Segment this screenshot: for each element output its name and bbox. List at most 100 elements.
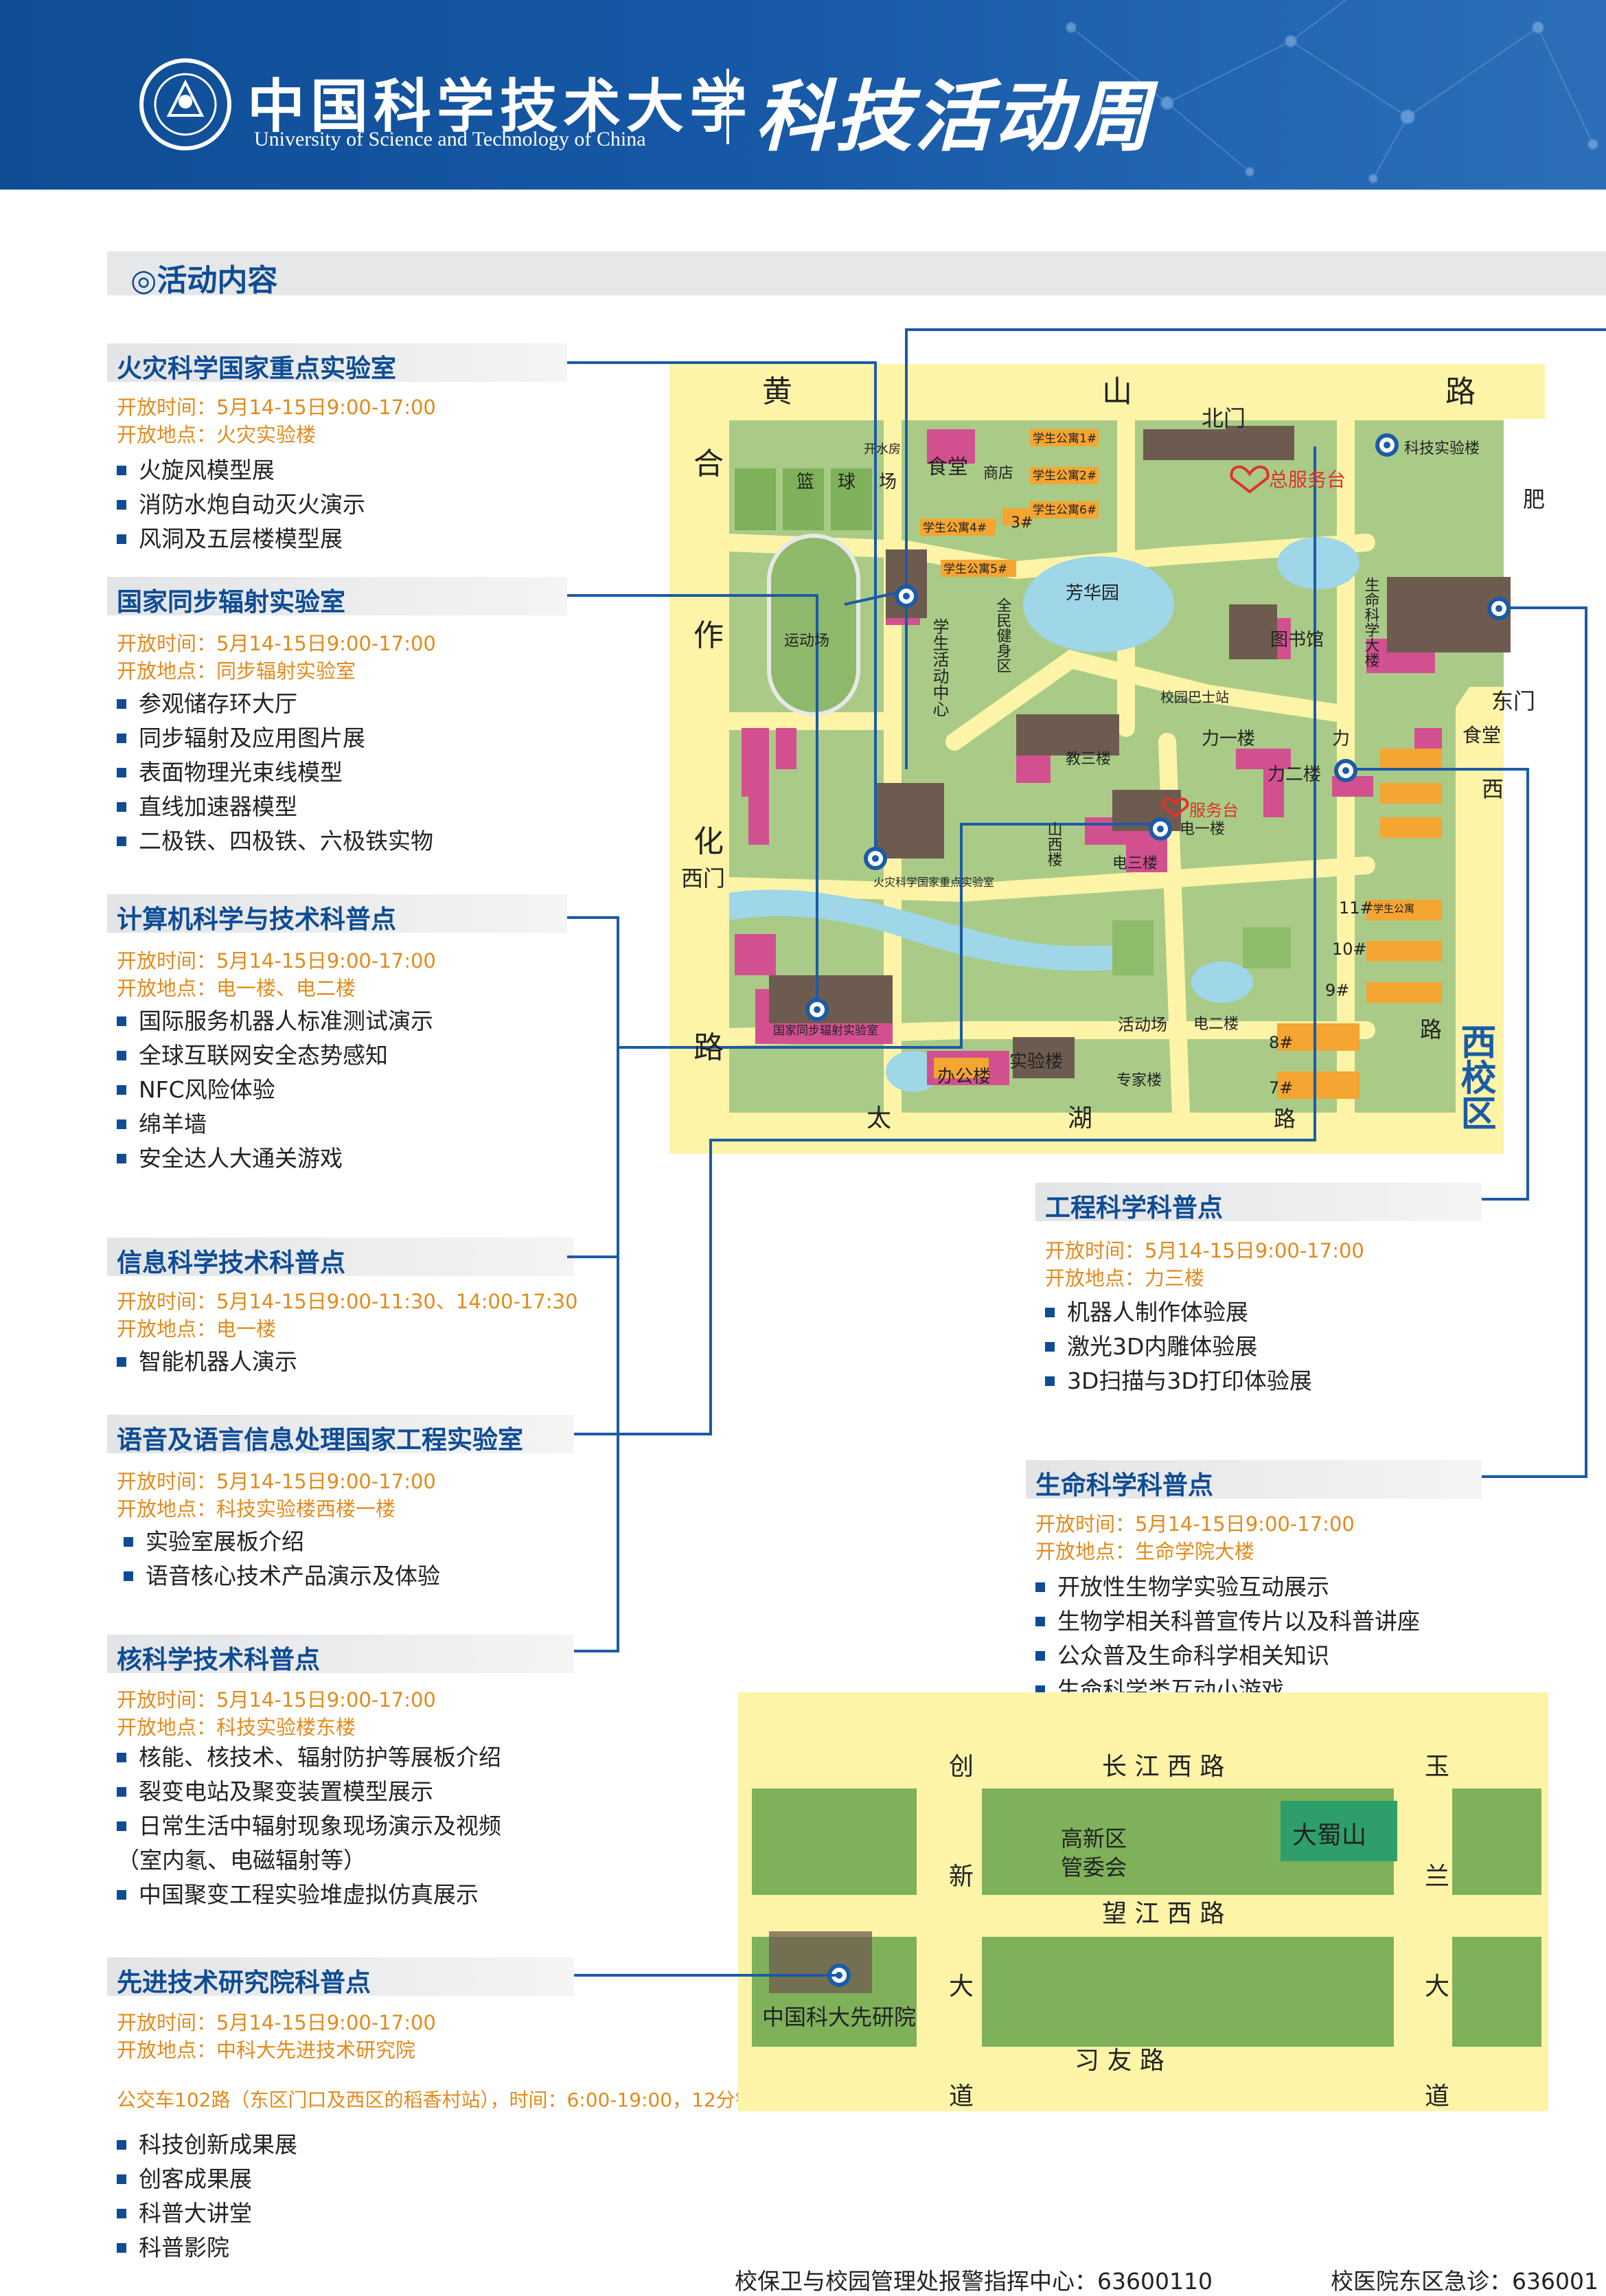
list-item: 二极铁、四极铁、六极铁实物 [117,824,433,859]
activity-time: 开放时间：5月14-15日9:00-17:00 [117,2011,436,2034]
service-heart-icon [1230,465,1270,494]
road-label: 路 [1274,1106,1296,1132]
place-label: 学生公寓4# [923,521,987,535]
fitness-area-label: 全民健身区 [994,598,1012,673]
university-seal-logo [139,58,231,150]
activity-header [107,343,567,382]
east-gate-label: 东门 [1491,688,1535,714]
place-label: 3# [1011,514,1033,532]
list-item: 日常生活中辐射现象现场演示及视频 [117,1809,501,1843]
block [1452,1937,1541,2047]
place-labels: 科技实验楼 食堂 开水房 商店 学生公寓1# 学生公寓2# 3# 学生公寓4# … [773,432,1501,1098]
list-item: 消防水炮自动灭火演示 [117,488,365,522]
list-item: 安全达人大通关游戏 [117,1141,433,1176]
activity-time: 开放时间：5月14-15日9:00-17:00 [117,1470,436,1493]
activity-items: 核能、核技术、辐射防护等展板介绍 裂变电站及聚变装置模型展示 日常生活中辐射现象… [117,1740,501,1912]
activity-items: 参观储存环大厅 同步辐射及应用图片展 表面物理光束线模型 直线加速器模型 二极铁… [117,687,433,859]
dashushan-label: 大蜀山 [1292,1821,1366,1850]
pond [1191,962,1253,1003]
list-item-continuation: （室内氡、电磁辐射等） [117,1847,366,1874]
place-label: 学生公寓2# [1033,469,1097,483]
road-label: 化 [693,824,724,859]
network-pattern-decoration [1066,0,1598,183]
section-title: ◎活动内容 [130,263,278,298]
place-label: 火灾科学国家重点实验室 [873,876,994,889]
activity-header [107,1635,574,1673]
activity-title: 信息科学技术科普点 [117,1248,345,1277]
activity-time: 开放时间：5月14-15日9:00-17:00 [117,396,436,419]
marker-dot [814,1006,821,1013]
activity-time: 开放时间：5月14-15日9:00-17:00 [117,632,436,655]
place-label: 食堂 [1462,724,1501,747]
list-item: 语音核心技术产品演示及体验 [124,1559,440,1593]
road-label: 山 [1102,374,1132,409]
road-label: 道 [1425,2082,1449,2111]
university-name-cn: 中国科学技术大学 [247,72,753,140]
place-label: 球 [838,472,856,492]
place-label: 力一楼 [1202,729,1255,749]
road-label: 路 [693,1030,724,1065]
list-item: NFC风险体验 [117,1073,433,1107]
road-label: 长 江 西 路 [1102,1753,1224,1781]
main-service-desk-label: 总服务台 [1269,468,1346,491]
court [831,468,872,530]
activity-header [107,1957,574,1996]
list-item: 开放性生物学实验互动展示 [1035,1570,1420,1604]
pond [1277,537,1360,589]
list-item: 科技创新成果展 [117,2128,297,2162]
activity-advanced-tech-institute: 先进技术研究院科普点 开放时间：5月14-15日9:00-17:00 开放地点：… [107,1957,812,2273]
activity-synchrotron-lab: 国家同步辐射实验室 开放时间：5月14-15日9:00-17:00 开放地点：同… [107,577,567,865]
activity-title: 火灾科学国家重点实验室 [117,354,396,383]
stadium [767,534,860,716]
activity-header [1035,1183,1482,1221]
place-label: 力二楼 [1267,764,1321,785]
list-item: 公众普及生命科学相关知识 [1035,1639,1420,1673]
list-item: 科普影院 [117,2231,297,2265]
road-label: 路 [1445,374,1476,409]
life-science-building-label: 生命科学大楼 [1362,577,1380,668]
place-label: 运动场 [784,633,829,650]
place-label: 商店 [983,465,1013,482]
list-item: 全球互联网安全态势感知 [117,1038,433,1073]
activity-place: 开放地点：电一楼 [117,1317,277,1341]
activity-title: 工程科学科普点 [1045,1193,1223,1223]
list-item: 绵羊墙 [117,1107,433,1141]
list-item: 激光3D内雕体验展 [1045,1330,1312,1364]
list-item: 机器人制作体验展 [1045,1295,1312,1330]
block [752,1788,917,1895]
marker-dot [1384,442,1390,448]
activity-time: 开放时间：5月14-15日9:00-17:00 [1035,1512,1355,1536]
dashushan-block [1281,1801,1397,1861]
activity-computer-science: 计算机科学与技术科普点 开放时间：5月14-15日9:00-17:00 开放地点… [107,894,567,1183]
place-label: 校园巴士站 [1160,689,1229,705]
dorm-buildings [920,429,1442,1099]
activity-title: 生命科学科普点 [1035,1470,1213,1500]
place-label: 国家同步辐射实验室 [773,1024,878,1038]
place-label: 学生公寓1# [1033,432,1097,446]
road-label: 湖 [1068,1104,1092,1133]
road-label: 道 [949,2082,974,2111]
list-item: 参观储存环大厅 [117,687,433,721]
header-divider [726,69,729,144]
marker-dot [1157,826,1164,832]
activity-header [107,894,567,933]
bus-info: 公交车102路（东区门口及西区的稻香村站），时间：6:00-19:00，12分钟… [117,2089,812,2111]
list-item: 智能机器人演示 [117,1345,297,1379]
block [1452,1788,1541,1895]
court [735,468,776,530]
place-label: 教三楼 [1066,751,1111,768]
activity-engineering-science: 工程科学科普点 开放时间：5月14-15日9:00-17:00 开放地点：力三楼… [1035,1183,1482,1409]
west-gate-label: 西门 [681,865,725,891]
shanxi-building-label: 山西楼 [1045,821,1063,867]
road-label: 望 江 西 路 [1102,1900,1224,1928]
activity-title: 国家同步辐射实验室 [117,587,345,617]
place-label: 开水房 [864,442,901,457]
road-label: 大 [1425,1973,1449,2001]
place-label: 电三楼 [1112,855,1158,872]
activity-place: 开放地点：生命学院大楼 [1035,1540,1255,1563]
place-label: 学生公寓6# [1033,503,1097,517]
north-gate-label: 北门 [1202,405,1246,431]
place-label: 实验楼 [1009,1052,1063,1072]
list-item: 实验室展板介绍 [124,1525,440,1559]
list-item: 火旋风模型展 [117,453,365,488]
